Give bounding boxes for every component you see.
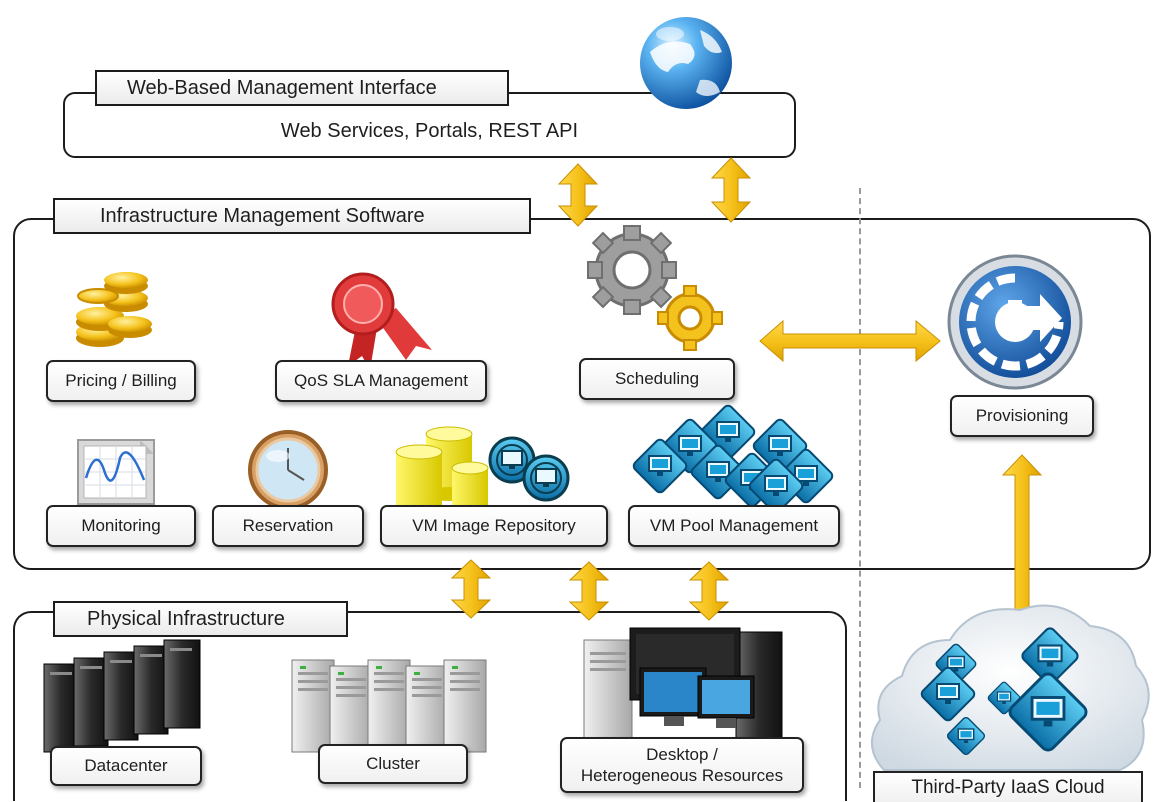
server-rack-icon xyxy=(43,639,201,753)
coins-icon xyxy=(76,272,152,347)
physical-tab: Physical Infrastructure xyxy=(53,601,348,637)
desktop-resources-line2: Heterogeneous Resources xyxy=(580,766,784,785)
provisioning-icon xyxy=(947,254,1083,390)
double-arrow-icon xyxy=(568,561,610,621)
desktop-resources-line1: Desktop / xyxy=(646,744,718,764)
double-arrow-icon xyxy=(688,561,730,621)
desktop-icon xyxy=(583,627,783,743)
vm-pool-management-label: VM Pool Management xyxy=(628,505,840,547)
cluster-label: Cluster xyxy=(318,744,468,784)
globe-icon xyxy=(640,17,732,109)
vm-image-repository-label: VM Image Repository xyxy=(380,505,608,547)
reservation-label: Reservation xyxy=(212,505,364,547)
ribbon-icon xyxy=(331,272,432,370)
web-services-label: Web Services, Portals, REST API xyxy=(280,120,579,142)
cluster-icon xyxy=(291,659,487,759)
datacenter-label: Datacenter xyxy=(50,746,202,786)
monitoring-chart-icon xyxy=(77,439,155,505)
monitoring-label: Monitoring xyxy=(46,505,196,547)
double-arrow-icon xyxy=(759,319,941,363)
double-arrow-icon xyxy=(450,559,492,619)
third-party-cloud-label: Third-Party IaaS Cloud xyxy=(873,771,1143,802)
scheduling-label: Scheduling xyxy=(579,358,735,400)
double-arrow-icon xyxy=(557,163,599,227)
qos-sla-label: QoS SLA Management xyxy=(275,360,487,402)
double-arrow-icon xyxy=(710,157,752,223)
gears-icon xyxy=(587,225,723,351)
provisioning-label: Provisioning xyxy=(950,395,1094,437)
cloud-divider xyxy=(859,188,861,788)
web-interface-tab: Web-Based Management Interface xyxy=(95,70,509,106)
clock-icon xyxy=(248,430,328,510)
cloud-icon xyxy=(871,604,1150,771)
infrastructure-tab: Infrastructure Management Software xyxy=(53,198,531,234)
desktop-resources-label: Desktop / Heterogeneous Resources xyxy=(560,737,804,793)
pricing-billing-label: Pricing / Billing xyxy=(46,360,196,402)
vm-pool-icon xyxy=(630,402,836,516)
